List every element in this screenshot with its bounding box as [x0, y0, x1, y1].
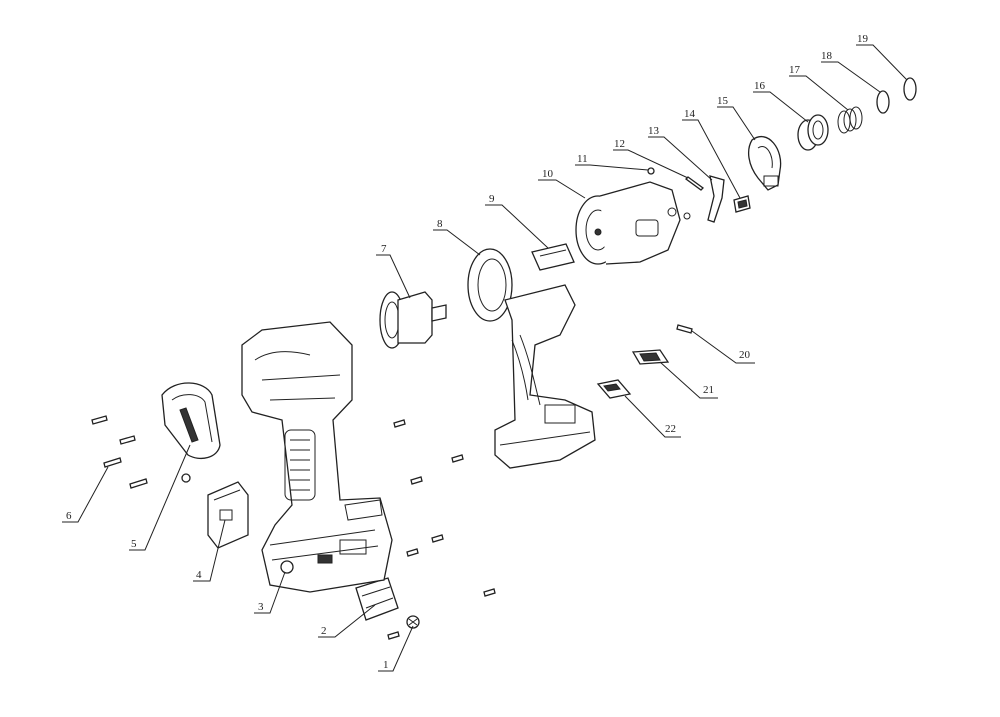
svg-text:15: 15	[717, 95, 729, 107]
svg-text:19: 19	[857, 33, 869, 45]
callout-2: 2	[318, 604, 376, 638]
part-17-spring	[837, 106, 863, 134]
part-1-screw	[406, 615, 420, 629]
svg-text:9: 9	[489, 193, 495, 205]
svg-text:13: 13	[648, 125, 660, 137]
callout-21: 21	[659, 361, 718, 399]
svg-text:4: 4	[196, 569, 202, 581]
callout-11: 11	[575, 153, 649, 171]
part-19-ring	[903, 77, 917, 101]
callout-1: 1	[378, 625, 414, 672]
part-22-cap	[596, 379, 632, 399]
callout-18: 18	[821, 50, 881, 93]
svg-text:8: 8	[437, 218, 443, 230]
callout-17: 17	[789, 64, 849, 111]
part-6-screws	[91, 415, 496, 640]
part-9-pad	[531, 243, 575, 271]
part-4-plate	[207, 481, 249, 549]
callout-13: 13	[648, 125, 713, 181]
part-14-button	[733, 195, 751, 213]
svg-text:21: 21	[703, 384, 714, 396]
callout-22: 22	[624, 395, 681, 438]
callout-16: 16	[753, 80, 809, 123]
callout-3: 3	[254, 571, 286, 614]
callout-15: 15	[717, 95, 756, 141]
svg-text:22: 22	[665, 423, 676, 435]
svg-text:5: 5	[131, 538, 137, 550]
callout-4: 4	[193, 519, 226, 582]
svg-text:12: 12	[614, 138, 625, 150]
callout-5: 5	[129, 444, 191, 551]
callout-19: 19	[856, 33, 908, 81]
callout-8: 8	[433, 218, 481, 256]
callout-20: 20	[691, 330, 755, 364]
svg-text:3: 3	[258, 601, 264, 613]
part-3-housing	[241, 321, 393, 593]
svg-text:18: 18	[821, 50, 833, 62]
svg-text:20: 20	[739, 349, 751, 361]
callout-6: 6	[62, 466, 109, 523]
svg-text:10: 10	[542, 168, 554, 180]
callout-9: 9	[485, 193, 549, 249]
part-2-clip	[355, 577, 399, 621]
part-5-cover	[161, 382, 221, 459]
part-13-lever	[707, 175, 725, 223]
callout-7: 7	[376, 243, 411, 299]
part-20-led	[676, 324, 693, 334]
part-11-ball	[647, 167, 655, 175]
callout-10: 10	[538, 168, 586, 199]
part-8-switch-assembly	[467, 248, 596, 469]
part-21-plate	[631, 349, 670, 365]
svg-text:14: 14	[684, 108, 696, 120]
part-7-motor	[379, 291, 447, 349]
part-15-clamp	[747, 135, 782, 191]
part-16-sleeve	[797, 114, 829, 151]
part-12-pin	[685, 176, 704, 191]
callout-14: 14	[682, 108, 741, 199]
svg-text:1: 1	[383, 659, 389, 671]
svg-text:7: 7	[381, 243, 387, 255]
part-18-washer	[876, 90, 890, 114]
callout-12: 12	[613, 138, 689, 179]
part-10-gear-housing	[575, 181, 691, 265]
svg-text:6: 6	[66, 510, 72, 522]
svg-text:11: 11	[577, 153, 588, 165]
svg-text:2: 2	[321, 625, 327, 637]
svg-text:16: 16	[754, 80, 766, 92]
svg-text:17: 17	[789, 64, 801, 76]
